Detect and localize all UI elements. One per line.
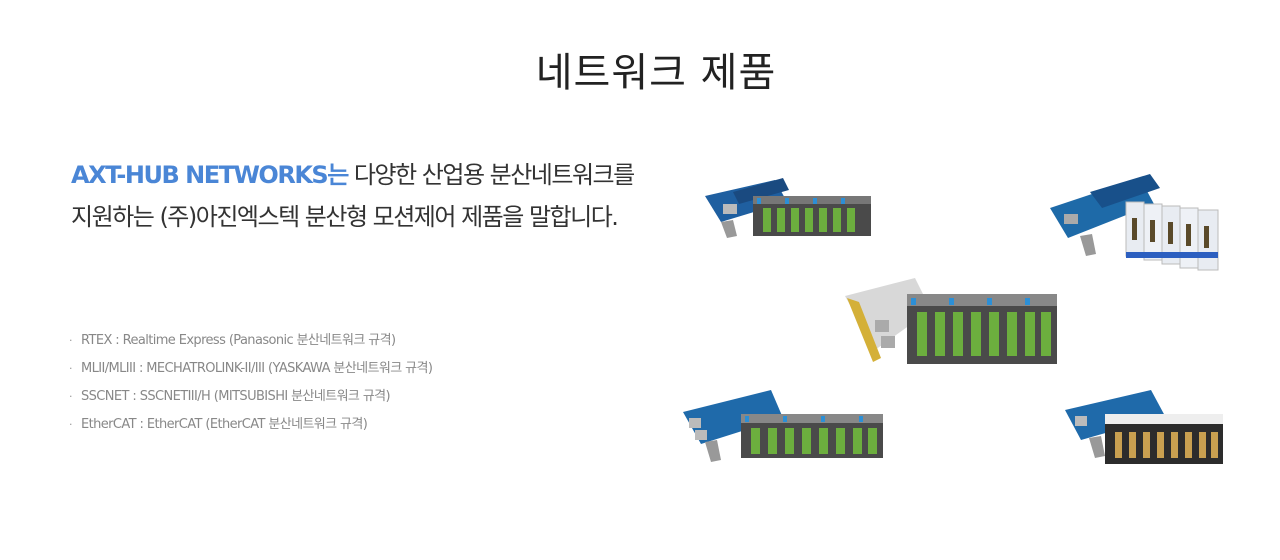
bullet: · (69, 418, 73, 431)
feature-text: EtherCAT : EtherCAT (EtherCAT 분산네트워크 규격) (81, 417, 368, 432)
intro-paragraph: AXT-HUB NETWORKS는 다양한 산업용 분산네트워크를 지원하는 (… (71, 154, 651, 238)
feature-text: MLII/MLIII : MECHATROLINK-II/III (YASKAW… (81, 361, 433, 376)
bullet: · (69, 390, 73, 403)
list-item: · RTEX : Realtime Express (Panasonic 분산네트… (69, 327, 432, 355)
intro-text: 다양한 산업용 분산네트워크를 지원하는 (주)아진엑스텍 분산형 모션제어 제… (71, 161, 635, 231)
intro-brand: AXT-HUB NETWORKS는 (71, 161, 349, 189)
product-image-1 (705, 178, 871, 238)
feature-text: RTEX : Realtime Express (Panasonic 분산네트워… (81, 333, 396, 348)
product-image-2 (1050, 174, 1219, 271)
product-image-3 (845, 278, 1057, 364)
bullet: · (69, 334, 73, 347)
feature-list: · RTEX : Realtime Express (Panasonic 분산네트… (69, 327, 433, 439)
list-item: · EtherCAT : EtherCAT (EtherCAT 분산네트워크 규격… (69, 411, 432, 439)
feature-text: SSCNET : SSCNETIII/H (MITSUBISHI 분산네트워크 … (81, 389, 391, 404)
list-item: · SSCNET : SSCNETIII/H (MITSUBISHI 분산네트워크… (69, 383, 432, 411)
list-item: · MLII/MLIII : MECHATROLINK-II/III (YASKA… (69, 355, 433, 383)
product-image-4 (683, 390, 883, 462)
product-image-5 (1065, 390, 1223, 464)
bullet: · (69, 362, 73, 375)
page-title: 네트워크 제품 (535, 50, 777, 96)
